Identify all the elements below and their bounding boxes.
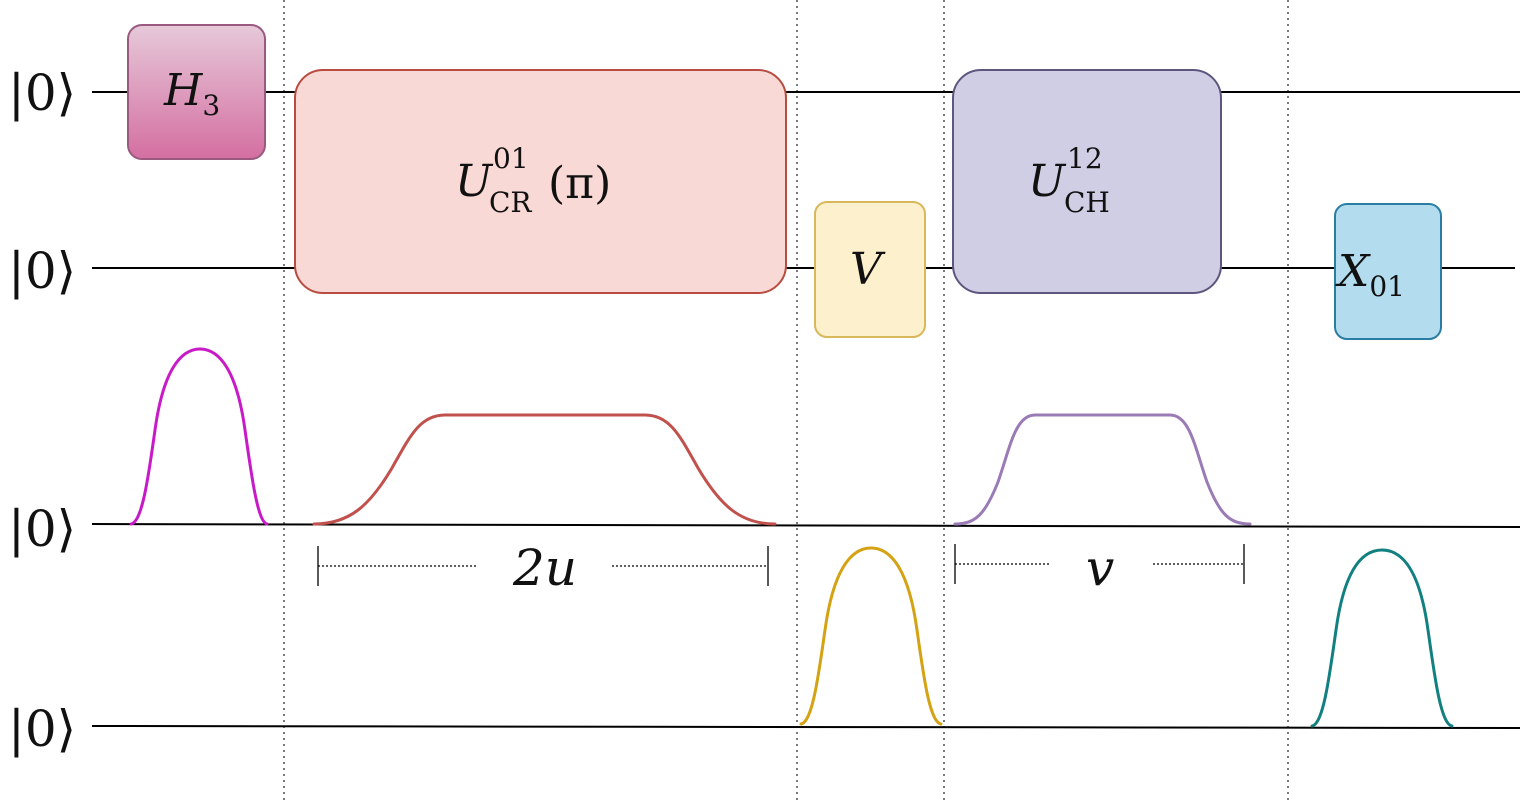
- wire-2: [91, 523, 1521, 528]
- gate-x01-box: [1334, 203, 1442, 340]
- gate-u-cr-box: [294, 69, 787, 294]
- gate-v-label: V: [850, 244, 886, 295]
- gate-u-cr-arg: (π): [548, 158, 611, 209]
- gate-u-cr-sub: CR: [489, 186, 532, 219]
- gate-u-ch-label: U: [1028, 156, 1067, 207]
- gate-x01: X01: [1334, 203, 1442, 340]
- gate-h3-label: H3: [163, 65, 220, 122]
- wire-label-3: |0⟩: [8, 700, 76, 758]
- gate-u-ch-sub: CH: [1064, 186, 1110, 219]
- gate-u-cr-sup: 01: [493, 142, 529, 175]
- gate-h3: H3: [127, 24, 266, 160]
- wire-label-2: |0⟩: [8, 500, 76, 558]
- pulse-x01: [1310, 548, 1454, 728]
- gate-u-cr: U 01 CR (π): [294, 69, 787, 294]
- gate-v-box: [814, 201, 926, 338]
- gate-h3-box: [127, 24, 266, 160]
- wire-label-1: |0⟩: [8, 242, 76, 300]
- gate-v: V: [814, 201, 926, 338]
- pulse-h3: [129, 347, 269, 526]
- gate-u-ch-sup: 12: [1067, 142, 1103, 175]
- time-separators: [283, 0, 1289, 801]
- gate-u-cr-label: U: [455, 156, 494, 207]
- duration-marker-ch: [954, 544, 1245, 584]
- gate-u-ch: U 12 CH: [952, 69, 1222, 294]
- duration-label-cr: 2u: [512, 539, 577, 597]
- gate-u-ch-box: [952, 69, 1222, 294]
- gate-x01-label: X01: [1335, 246, 1405, 303]
- duration-label-ch: v: [1086, 539, 1114, 597]
- wire-label-0: |0⟩: [8, 64, 76, 122]
- pulse-v: [799, 546, 943, 726]
- wire-3: [91, 725, 1521, 729]
- pulse-cr: [312, 413, 777, 526]
- duration-marker-cr: [317, 546, 769, 586]
- pulse-ch: [953, 413, 1252, 526]
